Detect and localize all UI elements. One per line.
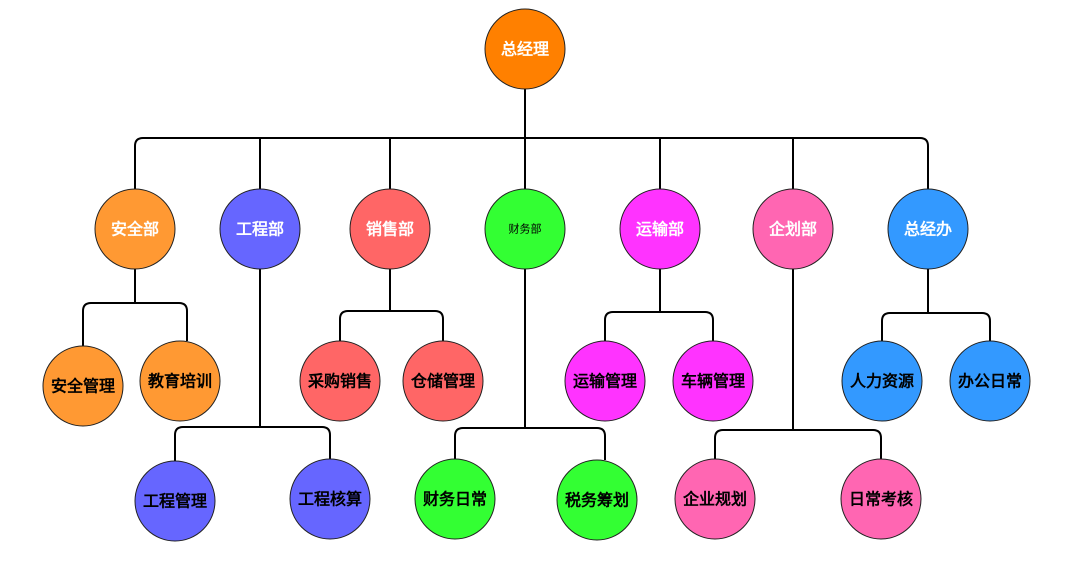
node-dept-3-child-1-label: 税务筹划	[565, 491, 629, 510]
node-dept-0[interactable]: 安全部	[94, 188, 176, 270]
node-dept-5-child-0-label: 企业规划	[682, 490, 747, 509]
node-dept-5[interactable]: 企划部	[752, 188, 834, 270]
node-dept-4-child-0-label: 运输管理	[573, 372, 637, 391]
node-dept-2[interactable]: 销售部	[349, 188, 431, 270]
node-dept-5-child-1[interactable]: 日常考核	[840, 458, 922, 540]
node-dept-2-child-0[interactable]: 采购销售	[299, 340, 381, 422]
node-dept-3-circle	[484, 188, 566, 270]
node-dept-4-circle	[619, 188, 701, 270]
node-dept-3-child-1[interactable]: 税务筹划	[556, 459, 638, 541]
dept-1-connector-bar	[174, 426, 331, 461]
node-dept-5-child-1-circle	[840, 458, 922, 540]
node-dept-1-child-1-circle	[289, 458, 371, 540]
node-dept-6[interactable]: 总经办	[887, 188, 969, 270]
node-dept-6-child-0-circle	[841, 340, 923, 422]
node-dept-5-circle	[752, 188, 834, 270]
node-dept-2-circle	[349, 188, 431, 270]
dept-5-connector-bar	[714, 429, 882, 459]
node-dept-0-label: 安全部	[111, 220, 159, 239]
node-general-manager-circle	[484, 8, 566, 90]
node-dept-3-child-0[interactable]: 财务日常	[414, 458, 496, 540]
node-dept-1-child-1[interactable]: 工程核算	[289, 458, 371, 540]
node-dept-1-child-0[interactable]: 工程管理	[134, 460, 216, 542]
node-dept-0-child-0[interactable]: 安全管理	[42, 345, 124, 427]
node-dept-3-child-0-label: 财务日常	[422, 490, 487, 509]
node-general-manager[interactable]: 总经理	[484, 8, 566, 90]
node-dept-1-circle	[219, 188, 301, 270]
node-dept-1-child-1-label: 工程核算	[298, 490, 362, 509]
node-dept-4-child-0-circle	[564, 340, 646, 422]
node-general-manager-label: 总经理	[501, 40, 549, 59]
node-dept-5-child-0-circle	[674, 458, 756, 540]
node-dept-4-label: 运输部	[636, 220, 684, 239]
node-dept-0-child-1[interactable]: 教育培训	[139, 340, 221, 422]
node-dept-4-child-1-label: 车辆管理	[681, 372, 745, 391]
node-dept-6-child-0-label: 人力资源	[850, 372, 914, 391]
node-dept-6-child-1[interactable]: 办公日常	[949, 340, 1031, 422]
node-dept-2-child-1[interactable]: 仓储管理	[402, 340, 484, 422]
node-dept-3-child-0-circle	[414, 458, 496, 540]
node-dept-0-child-1-circle	[139, 340, 221, 422]
root-connector-bar	[134, 137, 929, 189]
node-dept-4-child-1-circle	[672, 340, 754, 422]
node-dept-2-child-0-circle	[299, 340, 381, 422]
dept-3-connector-bar	[454, 427, 606, 460]
dept-6-connector-bar	[881, 312, 991, 341]
node-dept-0-child-0-label: 安全管理	[51, 377, 115, 396]
node-dept-4[interactable]: 运输部	[619, 188, 701, 270]
node-dept-1[interactable]: 工程部	[219, 188, 301, 270]
node-dept-2-child-0-label: 采购销售	[307, 372, 372, 391]
node-dept-6-label: 总经办	[904, 220, 952, 239]
node-dept-6-child-0[interactable]: 人力资源	[841, 340, 923, 422]
node-dept-6-child-1-circle	[949, 340, 1031, 422]
node-dept-6-circle	[887, 188, 969, 270]
node-dept-0-child-1-label: 教育培训	[148, 372, 212, 391]
node-dept-3-label: 财务部	[509, 222, 542, 236]
node-dept-2-child-1-circle	[402, 340, 484, 422]
node-dept-5-child-0[interactable]: 企业规划	[674, 458, 756, 540]
dept-4-connector-bar	[604, 311, 714, 341]
node-dept-5-child-1-label: 日常考核	[849, 490, 913, 509]
dept-2-connector-bar	[339, 310, 444, 341]
node-dept-5-label: 企划部	[768, 220, 817, 239]
node-dept-1-child-0-circle	[134, 460, 216, 542]
node-dept-4-child-1[interactable]: 车辆管理	[672, 340, 754, 422]
node-dept-2-label: 销售部	[366, 220, 414, 239]
node-dept-2-child-1-label: 仓储管理	[410, 372, 475, 391]
node-dept-3-child-1-circle	[556, 459, 638, 541]
node-dept-6-child-1-label: 办公日常	[958, 372, 1022, 391]
dept-0-connector-bar	[82, 302, 188, 346]
node-dept-3[interactable]: 财务部	[484, 188, 566, 270]
node-dept-1-label: 工程部	[236, 220, 284, 239]
node-dept-0-circle	[94, 188, 176, 270]
node-dept-4-child-0[interactable]: 运输管理	[564, 340, 646, 422]
node-dept-1-child-0-label: 工程管理	[143, 492, 207, 511]
node-dept-0-child-0-circle	[42, 345, 124, 427]
